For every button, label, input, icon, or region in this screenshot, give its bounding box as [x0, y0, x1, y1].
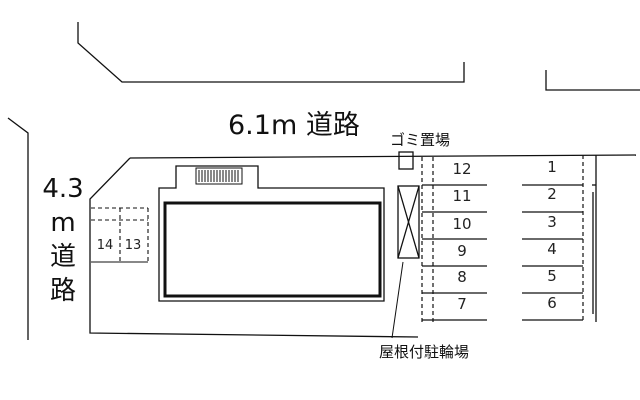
bike-shelter-label: 屋根付駐輪場: [379, 343, 470, 361]
west-road-label: 4.3 m 道 路: [40, 172, 86, 308]
west-road-edge: [7, 117, 29, 340]
parking-stall-4: 4: [547, 240, 557, 258]
garbage-area: [398, 151, 414, 170]
parking-stall-11: 11: [452, 187, 472, 205]
building-inner: [163, 201, 382, 298]
north-road-label: 6.1m 道路: [228, 110, 360, 141]
parking-stall-8: 8: [457, 268, 467, 286]
north-road-edge-right: [545, 70, 640, 91]
west-road-line: 道: [49, 242, 76, 272]
parking-stall-14: 14: [96, 238, 114, 253]
west-parking: [91, 207, 149, 263]
north-road-edge: [77, 22, 465, 83]
parking-stall-3: 3: [547, 213, 557, 231]
west-road-line: m: [50, 208, 76, 238]
garbage-area-label: ゴミ置場: [390, 131, 451, 149]
building-outline: [158, 165, 385, 302]
parking-stall-13: 13: [124, 238, 142, 253]
parking-stall-7: 7: [457, 295, 467, 313]
parking-stall-2: 2: [547, 185, 557, 203]
west-road-line: 路: [49, 276, 76, 306]
vent-grille: [195, 167, 243, 185]
west-road-line: 4.3: [42, 174, 84, 204]
parking-stall-6: 6: [547, 294, 557, 312]
parking-stall-10: 10: [452, 215, 472, 233]
parking-stall-12: 12: [452, 160, 472, 178]
site-boundary: [129, 154, 637, 159]
parking-stall-5: 5: [547, 267, 557, 285]
bike-shelter: [397, 185, 420, 259]
bike-leader: [391, 261, 404, 339]
parking-stall-1: 1: [547, 158, 557, 176]
site-boundary-west: [89, 157, 419, 338]
parking-stall-9: 9: [457, 242, 467, 260]
